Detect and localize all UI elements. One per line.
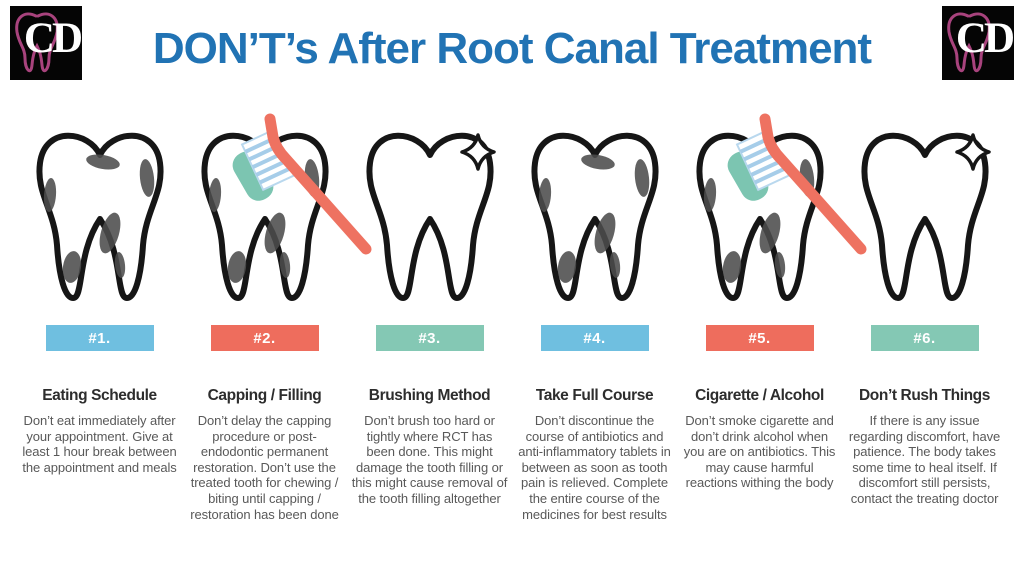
step-number-badge: #4. [540, 325, 649, 351]
step-number-label: #3. [418, 329, 441, 347]
tooth-outline-icon [861, 132, 989, 301]
clinic-logo-right: CD [942, 6, 1015, 80]
clinic-logo-left: CD [10, 6, 83, 80]
tip-heading: Capping / Filling [207, 387, 322, 404]
step-number-badge: #5. [705, 325, 814, 351]
logo-text: CD [23, 15, 83, 62]
tip-column-2: #2. Capping / Filling Don’t delay the ca… [182, 113, 372, 522]
tip-description: Don’t delay the capping procedure or pos… [190, 413, 339, 522]
logo-tooth-icon [15, 12, 59, 73]
tooth-graphic [531, 132, 659, 301]
toothbrush-icon [232, 113, 372, 255]
columns-row: #1. Eating Schedule Don’t eat immediatel… [17, 113, 1007, 522]
tip-heading: Don’t Rush Things [859, 387, 990, 404]
tip-heading: Cigarette / Alcohol [695, 387, 824, 404]
tooth-illustration [512, 115, 677, 315]
logo-text: CD [955, 15, 1015, 62]
step-number-label: #6. [913, 329, 936, 347]
tip-description: If there is any issue regarding discomfo… [848, 413, 1001, 506]
tip-description: Don’t eat immediately after your appoint… [22, 413, 177, 475]
step-number-label: #5. [748, 329, 771, 347]
step-number-badge: #2. [210, 325, 319, 351]
tip-column-3: #3. Brushing Method Don’t brush too hard… [347, 115, 512, 522]
tooth-graphic [696, 113, 867, 301]
decay-spots-icon [538, 154, 650, 283]
tip-column-5: #5. Cigarette / Alcohol Don’t smoke ciga… [677, 113, 867, 522]
tip-heading: Take Full Course [535, 387, 654, 404]
tip-heading: Brushing Method [368, 387, 491, 404]
step-number-label: #1. [88, 329, 111, 347]
toothbrush-icon [727, 113, 867, 255]
tip-column-4: #4. Take Full Course Don’t discontinue t… [512, 115, 677, 522]
step-number-badge: #6. [870, 325, 979, 351]
tooth-illustration [182, 113, 372, 315]
step-number-badge: #3. [375, 325, 484, 351]
tip-column-6: #6. Don’t Rush Things If there is any is… [842, 115, 1007, 522]
sparkle-icon [955, 133, 991, 171]
tooth-graphic [36, 132, 164, 301]
tip-description: Don’t discontinue the course of antibiot… [518, 413, 671, 522]
tooth-illustration [842, 115, 1007, 315]
page-title: DON’T’s After Root Canal Treatment [152, 24, 872, 73]
step-number-label: #4. [583, 329, 606, 347]
tooth-outline-icon [366, 132, 494, 301]
logo-tooth-icon [947, 12, 991, 73]
tip-description: Don’t smoke cigarette and don’t drink al… [683, 413, 836, 491]
step-number-label: #2. [253, 329, 276, 347]
tooth-illustration [677, 113, 867, 315]
tip-heading: Eating Schedule [42, 387, 157, 404]
tooth-illustration [17, 115, 182, 315]
header: CD DON’T’s After Root Canal Treatment CD [0, 0, 1024, 104]
tooth-graphic [861, 132, 991, 301]
tooth-graphic [201, 113, 372, 301]
decay-spots-icon [43, 154, 155, 283]
sparkle-icon [460, 133, 496, 171]
tooth-illustration [347, 115, 512, 315]
tip-column-1: #1. Eating Schedule Don’t eat immediatel… [17, 115, 182, 522]
step-number-badge: #1. [45, 325, 154, 351]
tip-description: Don’t brush too hard or tightly where RC… [351, 413, 508, 506]
tooth-graphic [366, 132, 496, 301]
